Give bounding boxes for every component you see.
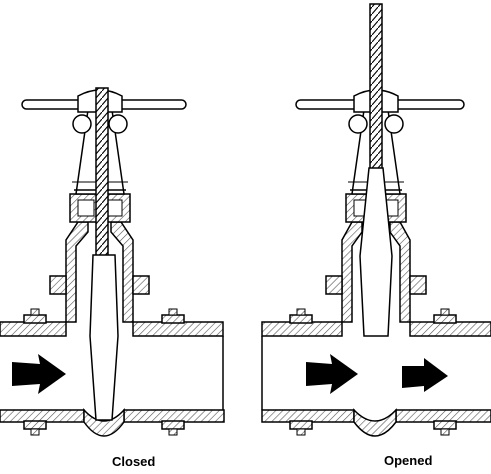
closed-valve xyxy=(0,87,225,437)
closed-flow-arrow-icon xyxy=(12,354,66,394)
opened-caption: Opened xyxy=(384,453,433,468)
opened-valve xyxy=(261,3,491,437)
opened-pipe-body xyxy=(261,308,491,437)
closed-gate-wedge xyxy=(89,254,119,421)
closed-stem-icon xyxy=(95,87,109,259)
closed-caption: Closed xyxy=(112,454,156,469)
opened-stem-icon xyxy=(369,3,383,171)
closed-pipe-body xyxy=(0,308,225,437)
opened-gate-wedge xyxy=(359,167,393,337)
opened-flow-arrow-icon xyxy=(402,358,448,392)
opened-flow-arrow-icon xyxy=(306,354,358,394)
